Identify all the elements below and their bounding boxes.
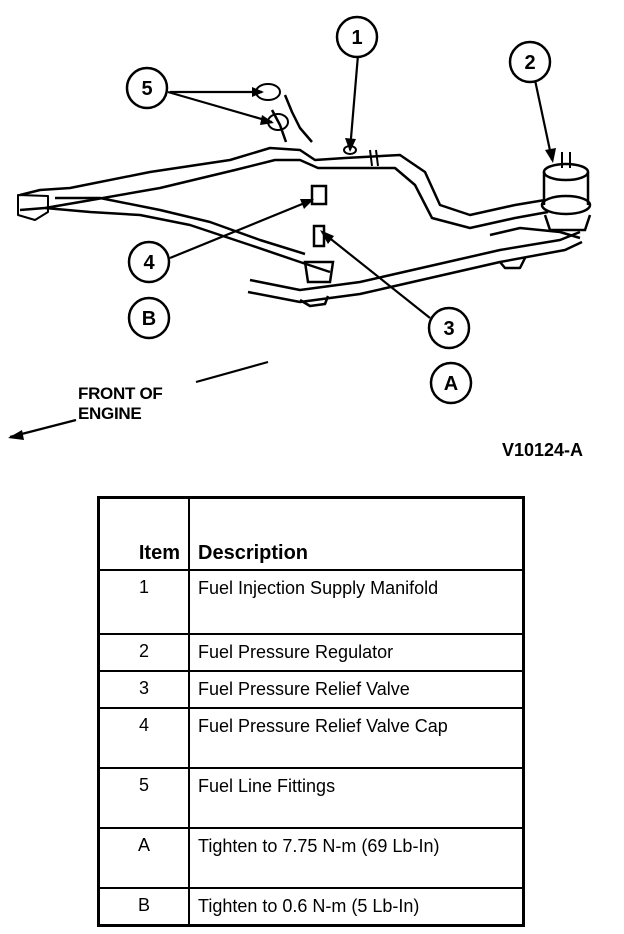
item-cell: A [97,827,190,889]
table-row: 3 Fuel Pressure Relief Valve [97,670,525,709]
legend-header-row: Item Description [97,496,525,571]
arrow-heads [8,87,556,440]
front-label-line2: ENGINE [78,404,142,423]
description-cell: Fuel Pressure Regulator [188,633,525,672]
description-cell: Fuel Injection Supply Manifold [188,569,525,635]
item-cell: 5 [97,767,190,829]
callout-B: B [127,296,171,340]
svg-text:A: A [444,373,458,395]
description-header: Description [188,496,525,571]
description-cell: Tighten to 0.6 N-m (5 Lb-In) [188,887,525,927]
front-of-engine-label: FRONT OF ENGINE [78,384,163,424]
item-cell: 2 [97,633,190,672]
legend-table: Item Description 1 Fuel Injection Supply… [97,496,525,927]
table-row: 4 Fuel Pressure Relief Valve Cap [97,707,525,769]
svg-text:3: 3 [443,318,454,340]
front-label-line1: FRONT OF [78,384,163,403]
table-row: 2 Fuel Pressure Regulator [97,633,525,672]
table-row: 5 Fuel Line Fittings [97,767,525,829]
description-cell: Tighten to 7.75 N-m (69 Lb-In) [188,827,525,889]
description-cell: Fuel Line Fittings [188,767,525,829]
table-row: B Tighten to 0.6 N-m (5 Lb-In) [97,887,525,927]
table-row: 1 Fuel Injection Supply Manifold [97,569,525,635]
item-header: Item [97,496,190,571]
fuel-pressure-regulator [540,152,592,232]
callout-1: 1 [335,15,379,59]
callout-3: 3 [427,306,471,350]
svg-text:B: B [142,308,156,330]
item-cell: 4 [97,707,190,769]
svg-text:5: 5 [141,78,152,100]
description-cell: Fuel Pressure Relief Valve [188,670,525,709]
item-cell: 3 [97,670,190,709]
svg-text:4: 4 [143,252,155,274]
callout-4: 4 [127,240,171,284]
table-row: A Tighten to 7.75 N-m (69 Lb-In) [97,827,525,889]
svg-text:2: 2 [524,52,535,74]
fuel-injection-supply-manifold [17,83,583,308]
svg-text:1: 1 [351,27,362,49]
figure-code: V10124-A [502,440,584,460]
fuel-rail-diagram: 1 2 3 4 5 A B [8,15,592,440]
callout-A: A [429,361,473,405]
description-cell: Fuel Pressure Relief Valve Cap [188,707,525,769]
item-cell: 1 [97,569,190,635]
callout-2: 2 [508,40,552,84]
callout-5: 5 [125,66,169,110]
item-cell: B [97,887,190,927]
